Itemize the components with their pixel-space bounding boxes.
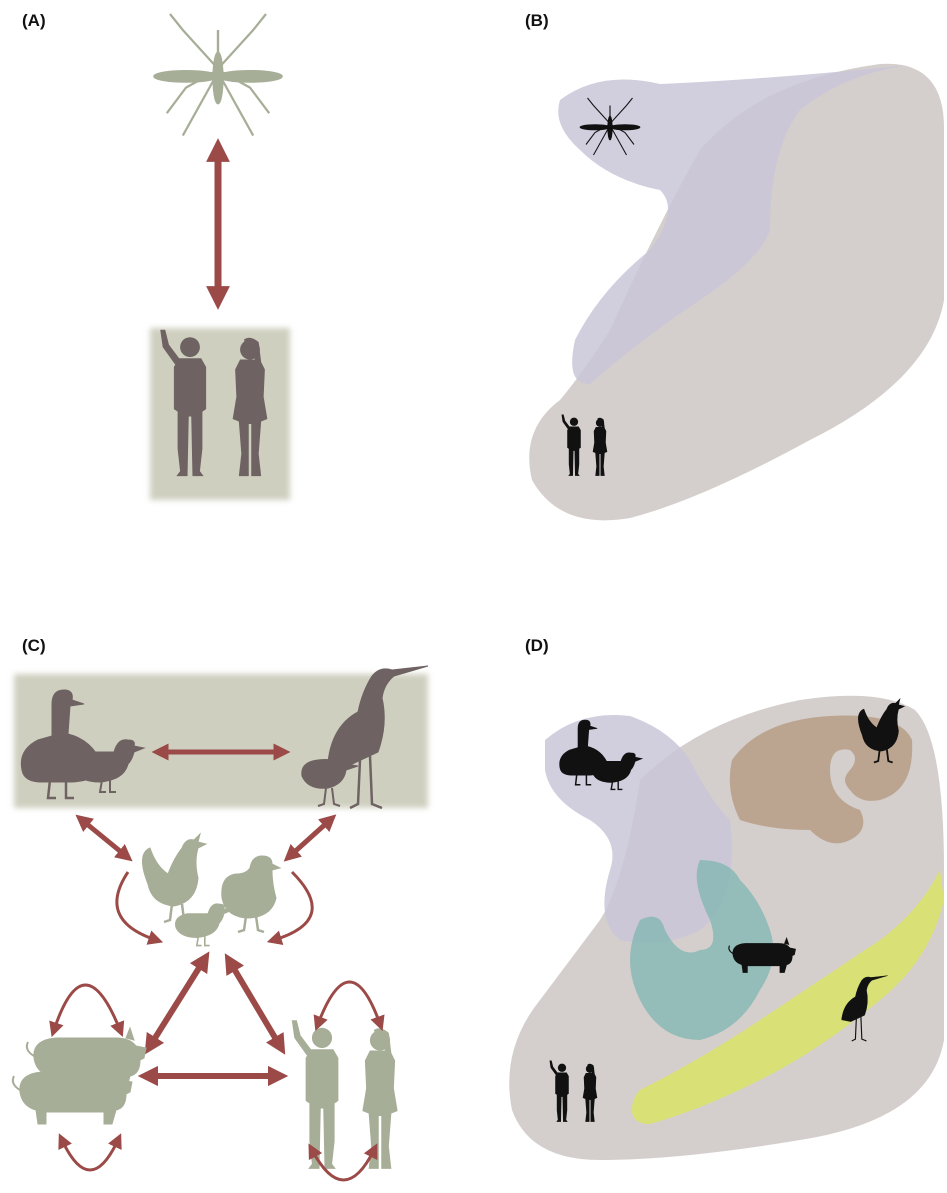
arrow-poultry-humans [230,962,280,1046]
arrow-ducks-poultry [82,820,126,856]
panel-b-label: (B) [525,11,549,30]
pigs-icon [13,1028,146,1124]
mosquito-icon [154,14,282,136]
panel-d: (D) [509,636,944,1160]
panel-b: (B) [525,11,944,520]
humans-icon-c [292,1020,398,1169]
panel-a: (A) [22,11,290,500]
arrow-heron-poultry [290,820,330,856]
humans-cycle-bottom [312,1150,374,1180]
pigs-cycle-top [54,985,120,1030]
pigs-cycle-bottom [62,1140,118,1170]
arrow-poultry-pigs [150,960,204,1046]
panel-c: (C) [13,636,428,1180]
humans-cycle-top [318,982,380,1024]
poultry-cycle-right [274,872,312,940]
panel-a-label: (A) [22,11,46,30]
chickens-icon [142,834,280,946]
panel-d-label: (D) [525,636,549,655]
panel-c-label: (C) [22,636,46,655]
